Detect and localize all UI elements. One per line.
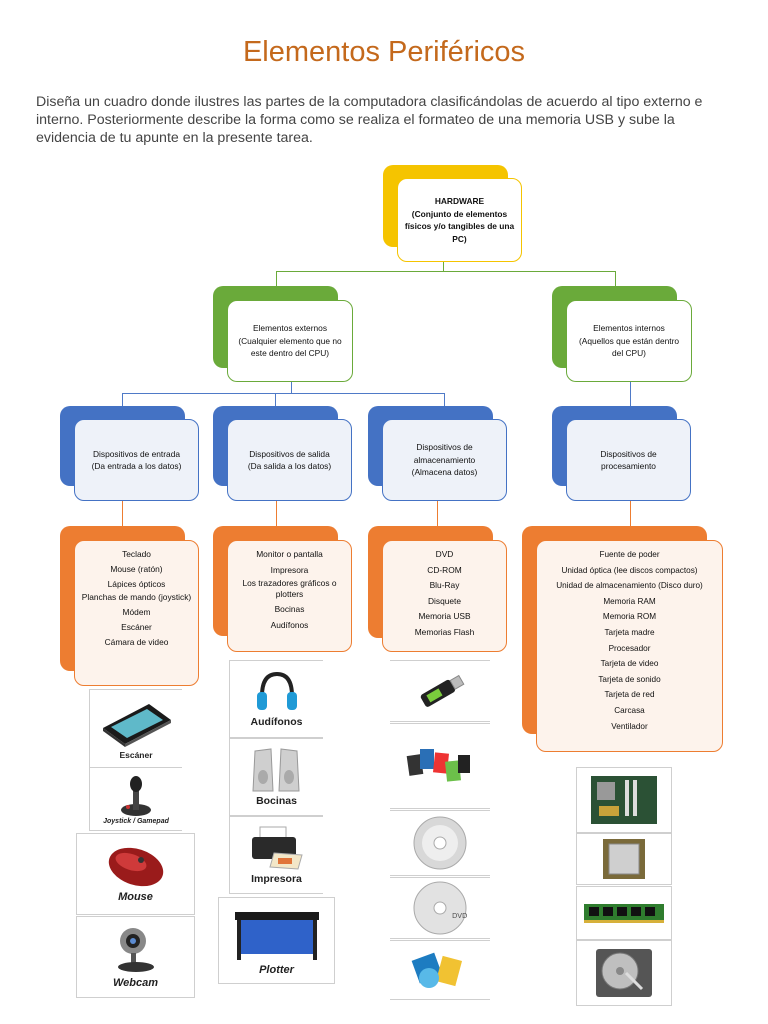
list-item: Cámara de video (104, 637, 169, 647)
svg-text:DVD: DVD (452, 912, 467, 920)
headphones-caption: Audífonos (250, 716, 303, 728)
page-title: Elementos Periféricos (242, 36, 526, 68)
almacenamiento-title: Dispositivos de almacenamiento (413, 442, 476, 465)
list-item: Unidad de almacenamiento (Disco duro) (556, 581, 703, 591)
externos-title: Elementos externos (252, 323, 328, 334)
mouse-caption: Mouse (118, 891, 153, 903)
list-item: Bocinas (274, 604, 305, 615)
printer-caption: Impresora (251, 873, 302, 885)
externos-desc: (Cualquier elemento que no este dentro d… (238, 335, 342, 359)
list-item: Memoria ROM (602, 612, 657, 622)
salida-desc: (Da salida a los datos) (247, 461, 332, 471)
list-item: Fuente de poder (599, 550, 660, 559)
list-item: DVD (435, 549, 454, 559)
list-item: Planchas de mando (joystick) (81, 592, 192, 602)
processor-icon (603, 839, 645, 879)
memory-cards-image (390, 723, 490, 809)
internos-title: Elementos internos (593, 323, 665, 334)
webcam-caption: Webcam (112, 977, 159, 989)
list-item: Audífonos (270, 619, 309, 630)
list-item: Tarjeta de sonido (598, 674, 661, 684)
speakers-image: Bocinas (229, 738, 323, 816)
list-item: CD-ROM (427, 564, 462, 575)
webcam-icon (117, 928, 154, 972)
cd-image (390, 810, 490, 876)
plotter-image: Plotter (218, 897, 335, 984)
plotter-icon (234, 911, 319, 960)
salida-title: Dispositivos de salida (249, 448, 330, 459)
speakers-caption: Bocinas (256, 795, 297, 807)
list-item: Memorias Flash (414, 626, 475, 637)
list-item: Escáner (121, 622, 152, 632)
printer-image: Impresora (229, 816, 323, 894)
list-item: Los trazadores gráficos o plotters (242, 578, 337, 600)
list-item: Tarjeta de video (600, 659, 659, 669)
speakers-icon (251, 748, 300, 792)
list-item: Blu-Ray (429, 580, 460, 591)
plotter-caption: Plotter (259, 963, 294, 976)
cpu-image (576, 833, 672, 885)
list-item: Tarjeta de red (604, 690, 655, 700)
list-item: Disquete (427, 595, 462, 606)
motherboard-image (576, 767, 672, 833)
list-item: Memoria RAM (603, 596, 656, 606)
hard-disk-image (576, 940, 672, 1006)
list-item: Teclado (122, 549, 151, 559)
list-item: Tarjeta madre (604, 627, 655, 637)
headphones-icon (256, 671, 297, 710)
internos-desc: (Aquellos que están dentro del CPU) (578, 335, 680, 359)
motherboard-icon (591, 776, 657, 824)
hard-disk-icon (596, 949, 652, 997)
list-item: Ventilador (611, 721, 648, 731)
dvd-image: DVD (390, 877, 490, 939)
list-item: Procesador (608, 643, 651, 653)
scanner-image: Escáner (89, 689, 182, 768)
list-item: Unidad óptica (lee discos compactos) (561, 565, 698, 575)
flash-media-icon (411, 952, 463, 988)
headphones-image: Audífonos (229, 660, 323, 738)
flash-media-image (390, 940, 490, 1000)
dvd-icon: DVD (413, 881, 467, 935)
mouse-icon (108, 847, 163, 887)
list-item: Módem (122, 607, 151, 617)
scanner-icon (103, 703, 171, 747)
webcam-image: Webcam (76, 916, 195, 998)
list-item: Carcasa (614, 705, 645, 715)
entrada-desc: (Da entrada a los datos) (91, 461, 182, 471)
ram-image (576, 886, 672, 940)
mouse-image: Mouse (76, 833, 195, 915)
procesamiento-title: Dispositivos de procesamiento (600, 448, 657, 472)
joystick-image: Joystick / Gamepad (89, 767, 182, 831)
scanner-caption: Escáner (119, 749, 153, 760)
memory-cards-icon (406, 749, 470, 782)
list-item: Mouse (ratón) (110, 564, 163, 574)
entrada-title: Dispositivos de entrada (92, 448, 181, 459)
intro-paragraph: Diseña un cuadro donde ilustres las part… (36, 94, 703, 146)
list-item: Lápices ópticos (107, 579, 166, 589)
printer-icon (251, 826, 303, 870)
list-item: Monitor o pantalla (256, 549, 323, 559)
almacenamiento-desc: (Almacena datos) (411, 467, 478, 478)
usb-image (390, 660, 490, 722)
ram-icon (584, 904, 664, 923)
cd-icon (413, 816, 467, 870)
list-item: Impresora (270, 564, 309, 575)
usb-drive-icon (420, 674, 465, 707)
joystick-icon (121, 775, 151, 816)
joystick-caption: Joystick / Gamepad (103, 817, 169, 825)
hardware-title: HARDWARE (434, 196, 485, 206)
hardware-desc: (Conjunto de elementos físicos y/o tangi… (404, 208, 515, 244)
list-item: Memoria USB (418, 611, 471, 622)
